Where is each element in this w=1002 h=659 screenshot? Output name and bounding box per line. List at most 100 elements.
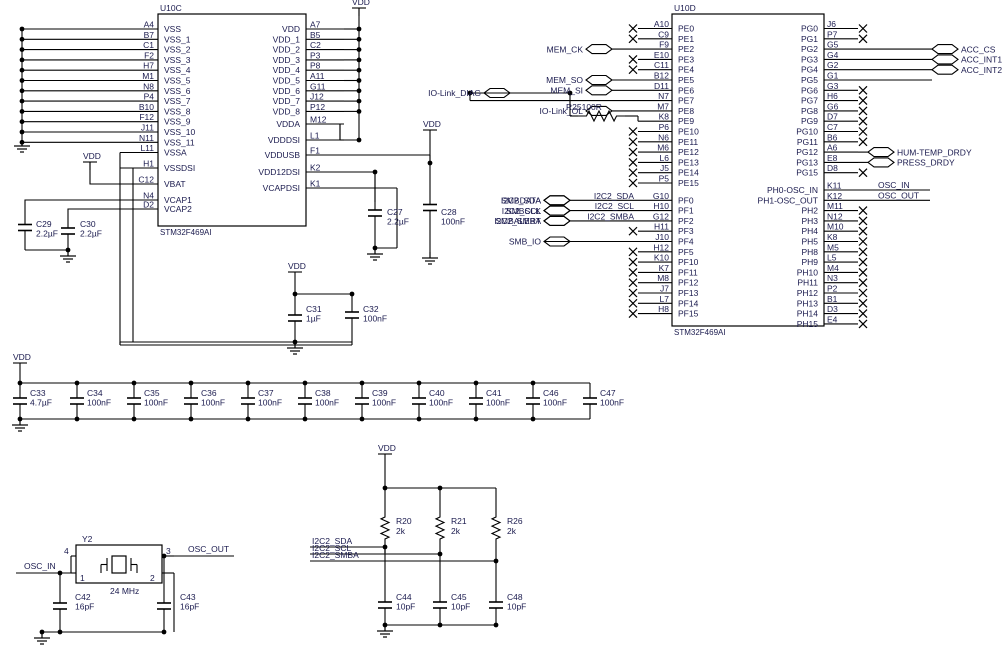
i2c-signal-label: I2C2_SCL — [312, 543, 351, 553]
u10d-pin-label: PE4 — [678, 65, 694, 75]
u10d-pin-number: M8 — [657, 273, 669, 283]
component-value: 2.2µF — [387, 217, 409, 227]
net-label-text: SMBDATA — [501, 196, 541, 206]
u10d-no-connect — [628, 309, 638, 319]
u10d-pin-number: G3 — [827, 81, 839, 91]
u10c-pin-number: L11 — [140, 143, 154, 153]
u10d-pin-number: L5 — [827, 253, 837, 263]
u10d-pin-number: J7 — [660, 284, 669, 294]
u10c-pin-label: VCAPDSI — [263, 183, 300, 193]
u10c-pin-number: N8 — [143, 81, 154, 91]
u10d-pin-number: H8 — [658, 304, 669, 314]
u10d-pin-number: G10 — [653, 191, 669, 201]
u10d-pin-number: K7 — [659, 263, 670, 273]
u10c-pin-number: A7 — [310, 20, 321, 30]
u10d-no-connect — [858, 216, 868, 226]
component-value: 2k — [451, 526, 461, 536]
smb-io-net-label — [543, 236, 571, 247]
vdd-label: VDD — [13, 352, 31, 362]
u10d-pin-number: C7 — [827, 122, 838, 132]
u10d-pin-number: F9 — [659, 40, 669, 50]
component-value: 100nF — [486, 398, 510, 408]
u10c-pin-number: A11 — [310, 71, 325, 81]
i2c-signal-label: I2C2_SDA — [312, 536, 352, 546]
u10d-no-connect — [858, 96, 868, 106]
u10d-pin-label: PE10 — [678, 127, 699, 137]
u10d-pin-label: PG11 — [797, 137, 818, 147]
u10d-device-name: STM32F469AI — [674, 328, 726, 337]
u10c-pin-label: VCAP1 — [164, 195, 192, 205]
u10d-pin-number: N3 — [827, 273, 838, 283]
u10d-pin-label: PE2 — [678, 44, 694, 54]
u10d-pin-number: B12 — [654, 71, 669, 81]
u10d-pin-label: PF10 — [678, 257, 699, 267]
u10d-no-connect — [628, 226, 638, 236]
vbat-wire — [89, 162, 120, 185]
u10d-no-connect — [858, 137, 868, 147]
u10c-pin-label: VBAT — [164, 179, 186, 189]
crystal-pin-2: 2 — [150, 573, 155, 583]
u10c-pin-number: P3 — [310, 50, 321, 60]
u10d-no-connect — [858, 116, 868, 126]
component-refdes: R21 — [451, 516, 467, 526]
net-label-text: MEM_SO — [546, 75, 583, 85]
u10d-pin-label: PE12 — [678, 147, 699, 157]
drdy-net-label — [867, 157, 895, 168]
net-label-text: HUM-TEMP_DRDY — [897, 147, 972, 157]
u10d-pin-label: PE3 — [678, 54, 694, 64]
capacitor-c40 — [412, 383, 426, 419]
u10d-pin-number: B6 — [827, 132, 838, 142]
u10d-no-connect — [628, 267, 638, 277]
u10d-no-connect — [628, 257, 638, 267]
component-refdes: C29 — [36, 219, 52, 229]
u10c-pin-number: J11 — [141, 123, 154, 133]
u10d-no-connect — [858, 278, 868, 288]
u10c-refdes: U10C — [160, 3, 182, 13]
u10d-no-connect — [628, 288, 638, 298]
u10c-pin-label: VSSA — [164, 148, 187, 158]
u10d-pin-number: C9 — [658, 29, 669, 39]
component-value: 4.7µF — [30, 398, 52, 408]
component-refdes: C44 — [396, 592, 412, 602]
u10d-pin-label: PF0 — [678, 195, 694, 205]
u10c-pin-label: VDD_6 — [273, 86, 301, 96]
u10d-pin-label: PH11 — [797, 278, 818, 288]
capacitor-c32 — [345, 294, 359, 336]
u10c-pin-number: B10 — [139, 102, 154, 112]
u10d-pin-label: PF4 — [678, 237, 694, 247]
component-value: 10pF — [396, 602, 415, 612]
u10d-no-connect — [628, 178, 638, 188]
capacitor-c44 — [378, 585, 392, 625]
component-value: 2.2µF — [36, 229, 58, 239]
u10c-pin-label: VSSDSI — [164, 163, 195, 173]
u10d-pin-label: PH15 — [797, 319, 819, 329]
u10d-pin-label: PG2 — [801, 44, 818, 54]
u10c-pin-number: K2 — [310, 163, 321, 173]
u10d-pin-label: PG6 — [801, 85, 818, 95]
u10d-body — [671, 13, 825, 327]
component-value: 100nF — [543, 398, 567, 408]
u10d-no-connect — [628, 247, 638, 257]
vdd-label: VDD — [423, 119, 441, 129]
u10c-pin-label: VSS — [164, 24, 181, 34]
u10c-pin-number: L1 — [310, 131, 320, 141]
u10c-pin-number: P4 — [144, 92, 155, 102]
crystal-plate — [111, 555, 127, 574]
component-refdes: C46 — [543, 388, 559, 398]
u10c-pin-number: B7 — [144, 30, 155, 40]
u10d-net-inline-text: I2C2_SCL — [595, 201, 634, 211]
u10d-pin-label: PF14 — [678, 298, 699, 308]
u10d-no-connect — [858, 106, 868, 116]
u10d-no-connect — [628, 137, 638, 147]
u10c-pin-number: J12 — [310, 92, 324, 102]
u10d-pin-number: A10 — [654, 19, 669, 29]
capacitor-c41 — [469, 383, 483, 419]
component-value: 100nF — [429, 398, 453, 408]
u10d-pin-number: P7 — [827, 29, 838, 39]
capacitor-c43 — [157, 580, 171, 632]
u10c-pin-label: VDDA — [276, 119, 300, 129]
u10d-no-connect — [628, 278, 638, 288]
u10d-pin-number: H11 — [654, 222, 669, 232]
